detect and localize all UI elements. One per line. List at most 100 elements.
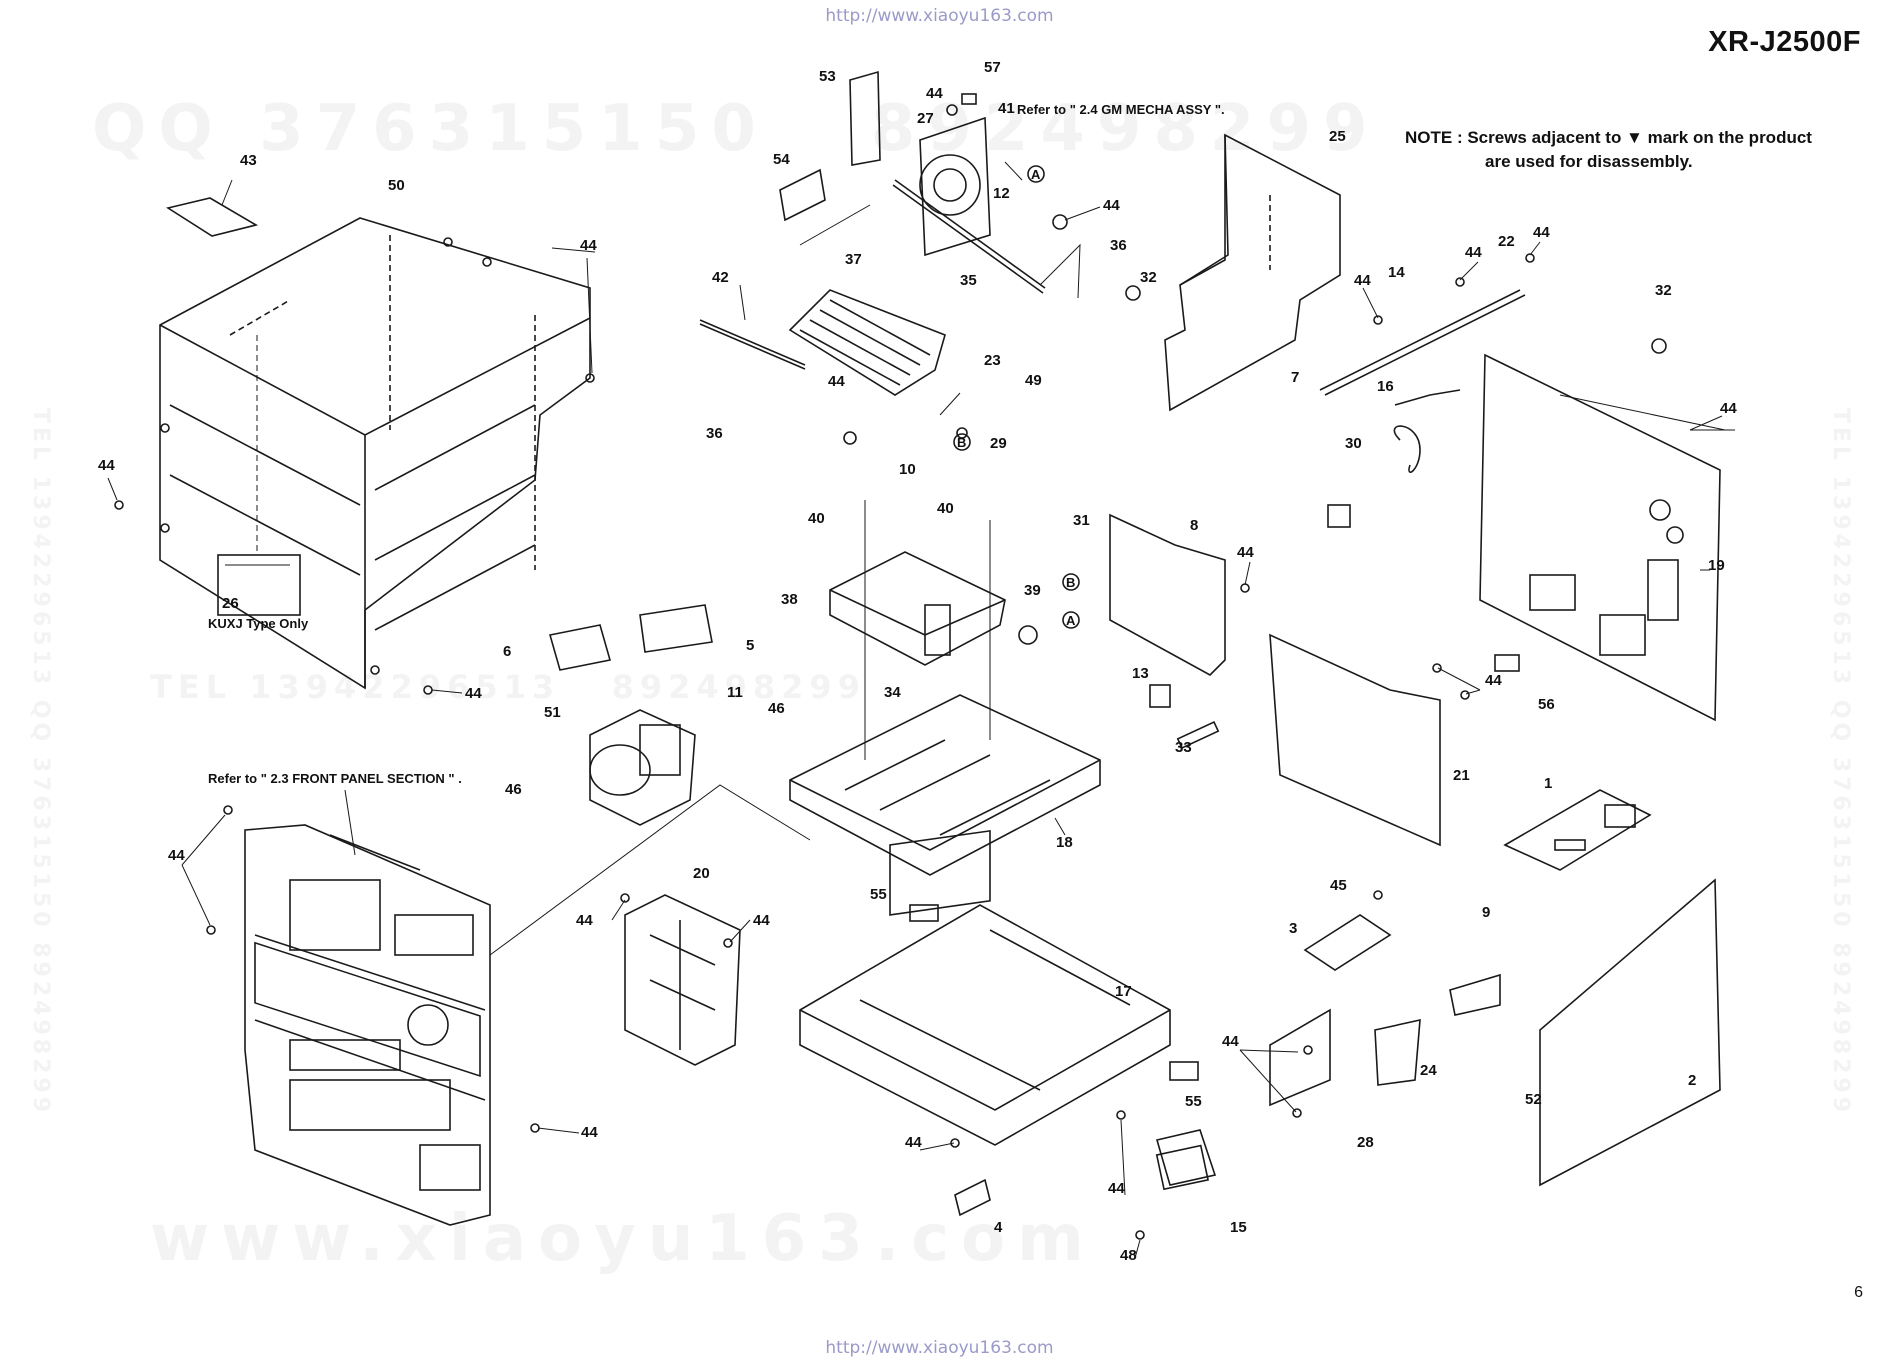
part-label-1: 1 [1544,775,1552,792]
part-label-44-cab: 44 [580,237,597,254]
part-label-44-bracket-right: 44 [753,912,770,929]
pcb-1-panel [1503,789,1652,871]
part-label-52: 52 [1525,1091,1542,1108]
part-label-36-top: 36 [1110,237,1127,254]
part-label-42: 42 [712,269,729,286]
chassis-18-drawing [789,694,1101,876]
leader-lines [107,206,1723,1259]
part-label-22: 22 [1498,233,1515,250]
callout-b-circle-lower [1062,573,1080,591]
part-label-21: 21 [1453,767,1470,784]
part-label-44-24: 44 [1222,1033,1239,1050]
connector-1 [1604,804,1636,828]
part-label-6: 6 [503,643,511,660]
page-number: 6 [1854,1284,1863,1301]
bottom-chassis-drawing [799,829,1199,1146]
part-label-19: 19 [1708,557,1725,574]
part-label-45: 45 [1330,877,1347,894]
part-label-44-22: 44 [1465,244,1482,261]
callout-b: B [957,435,966,450]
part-label-32-left: 32 [1140,269,1157,286]
part-label-38: 38 [781,591,798,608]
callout-a-circle-top [1027,165,1045,183]
part-label-44-front-bottom: 44 [581,1124,598,1141]
disassembly-note: NOTE : Screws adjacent to ▼ mark on the … [1405,126,1875,174]
part-label-7: 7 [1291,369,1299,386]
part-label-44-left: 44 [98,457,115,474]
part-label-44-bracket: 44 [576,912,593,929]
part-label-36: 36 [706,425,723,442]
part-label-10: 10 [899,461,916,478]
callout-a-circle-lower [1062,611,1080,629]
callout-a-lower: A [1066,613,1076,628]
part-label-26: 26 [222,595,239,612]
part-label-44-pcb21: 44 [1485,672,1502,689]
part-label-50: 50 [388,177,405,194]
front-panel-drawing [244,824,491,1226]
part-label-55: 55 [1185,1093,1202,1110]
part-label-44-rear: 44 [1720,400,1737,417]
part-label-55-top: 55 [870,886,887,903]
part-label-20: 20 [693,865,710,882]
part-label-9: 9 [1482,904,1490,921]
kuxj-type-label: KUXJ Type Only [208,616,309,631]
front-panel-reference: Refer to " 2.3 FRONT PANEL SECTION " . [208,771,462,786]
part-label-3: 3 [1289,920,1297,937]
shield-25-drawing [1164,133,1341,412]
part-label-4: 4 [994,1219,1003,1236]
bracket-20-drawing [624,894,741,1066]
part-label-15: 15 [1230,1219,1247,1236]
part-label-53: 53 [819,68,836,85]
part-label-5: 5 [746,637,754,654]
note-line-1: NOTE : Screws adjacent to ▼ mark on the … [1405,128,1812,147]
callout-b-circle [953,433,971,451]
part-label-25: 25 [1329,128,1346,145]
label-sheet-43 [165,197,259,237]
part-label-49: 49 [1025,372,1042,389]
part-label-44-22-right: 44 [1533,224,1550,241]
part-label-44-bracket22: 44 [1354,272,1371,289]
part-label-24: 24 [1420,1062,1437,1079]
part-label-51: 51 [544,704,561,721]
rear-panel-drawing [1479,353,1735,722]
part-label-2: 2 [1688,1072,1696,1089]
part-label-46-top: 46 [768,700,785,717]
pcb-2 [1539,878,1721,1187]
part-label-17: 17 [1115,983,1132,1000]
part-label-44-bottom: 44 [905,1134,922,1151]
part-label-16: 16 [1377,378,1394,395]
part-label-28: 28 [1357,1134,1374,1151]
part-label-44-top: 44 [1103,197,1120,214]
label-sheet-26 [217,554,301,616]
note-line-2: are used for disassembly. [1485,152,1693,171]
part-label-43: 43 [240,152,257,169]
bracket-22 [1319,289,1521,391]
pcb-8 [1109,513,1226,676]
source-url-top[interactable]: http://www.xiaoyu163.com [825,6,1054,26]
part-label-40-left: 40 [808,510,825,527]
small-parts-drawing [954,504,1586,1217]
part-label-33: 33 [1175,739,1192,756]
gm-mecha-drawing [779,70,1081,299]
part-label-44-fan: 44 [1108,1180,1125,1197]
part-label-40-right: 40 [937,500,954,517]
part-label-23: 23 [984,352,1001,369]
part-label-34: 34 [884,684,901,701]
cord-30 [1393,425,1421,473]
part-label-30: 30 [1345,435,1362,452]
cabinet-drawing [159,217,591,690]
part-label-56: 56 [1538,696,1555,713]
source-url-bottom[interactable]: http://www.xiaoyu163.com [825,1338,1054,1358]
heatsink-drawing [699,284,968,439]
screw-markers [114,214,1667,1240]
part-labels: 43 50 44 44 26 44 6 5 11 46 51 46 44 44 … [98,59,1737,1264]
part-label-35: 35 [960,272,977,289]
part-label-12: 12 [993,185,1010,202]
part-label-39: 39 [1024,582,1041,599]
pcb-21 [1269,633,1441,847]
part-label-44-mid: 44 [828,373,845,390]
part-label-11: 11 [727,684,743,701]
part-label-27: 27 [917,110,934,127]
power-cord-16 [1394,389,1461,406]
part-label-29: 29 [990,435,1007,452]
